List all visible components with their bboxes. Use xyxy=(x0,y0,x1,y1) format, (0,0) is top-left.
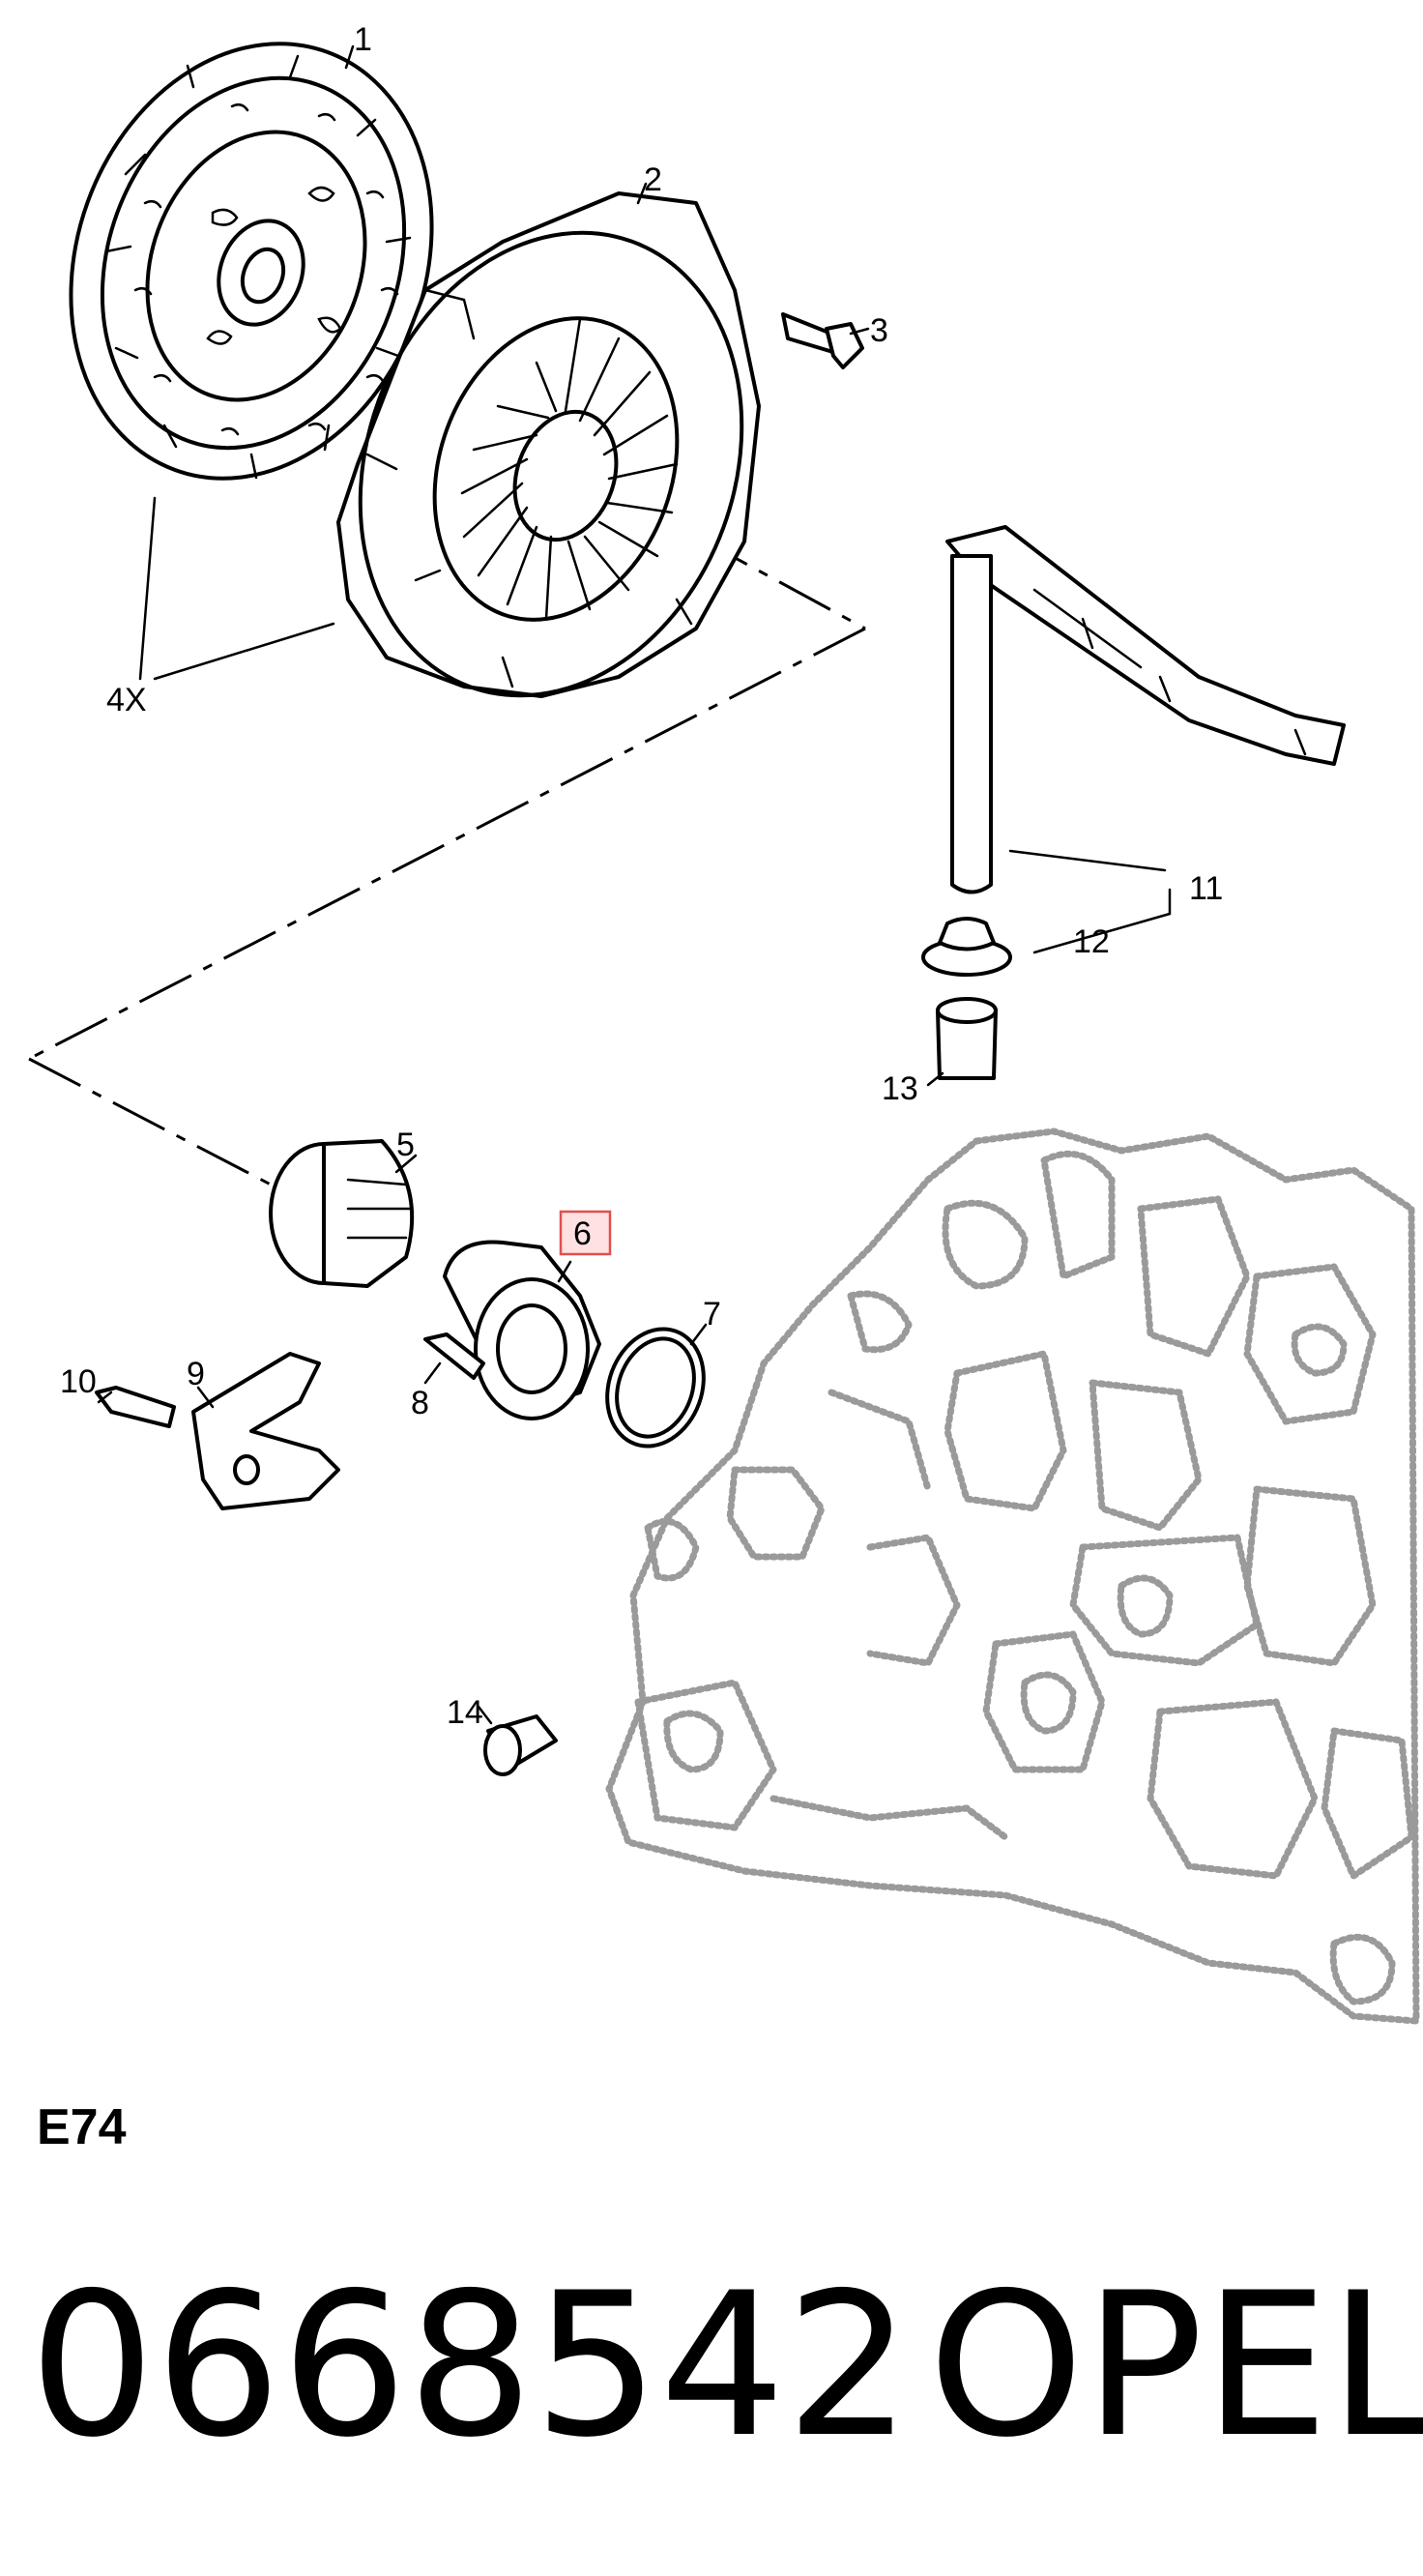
bolt-part-3 xyxy=(781,312,864,369)
o-ring-part-7 xyxy=(605,1327,706,1449)
callout-3: 3 xyxy=(870,312,888,349)
pressure-plate xyxy=(336,191,761,698)
callout-7: 7 xyxy=(703,1296,721,1332)
release-fork xyxy=(191,1352,340,1510)
callout-1: 1 xyxy=(354,21,372,58)
bushing-part-13 xyxy=(936,997,998,1080)
release-bearing xyxy=(269,1139,415,1288)
bolt-part-10 xyxy=(95,1386,176,1428)
callout-labels: 1 2 3 4X 5 6 7 8 9 10 11 12 13 14 xyxy=(60,21,1223,1731)
callout-5: 5 xyxy=(396,1127,415,1163)
brand-name: OPEL xyxy=(928,2251,1423,2481)
bolt-part-8 xyxy=(423,1332,485,1380)
diagram-code: E74 xyxy=(37,2099,127,2155)
part-number: 0668542 xyxy=(29,2251,912,2481)
callout-12: 12 xyxy=(1073,923,1110,960)
clutch-disc xyxy=(69,42,434,481)
callout-8: 8 xyxy=(411,1385,429,1421)
callout-4x: 4X xyxy=(106,682,147,718)
callout-10: 10 xyxy=(60,1363,97,1400)
callout-11: 11 xyxy=(1189,870,1223,907)
seal-part-12 xyxy=(921,917,1012,977)
callout-9: 9 xyxy=(187,1356,205,1392)
callout-2: 2 xyxy=(644,161,662,198)
guide-sleeve-part-6 xyxy=(443,1240,601,1420)
leader-lines xyxy=(97,44,1172,1725)
callout-13: 13 xyxy=(882,1070,918,1107)
gearbox-housing xyxy=(605,1127,1420,2025)
release-shaft xyxy=(945,525,1346,894)
callout-14: 14 xyxy=(447,1694,483,1731)
highlight-box xyxy=(559,1210,612,1256)
callout-6: 6 xyxy=(573,1215,592,1252)
sleeve-part-14 xyxy=(483,1714,558,1776)
